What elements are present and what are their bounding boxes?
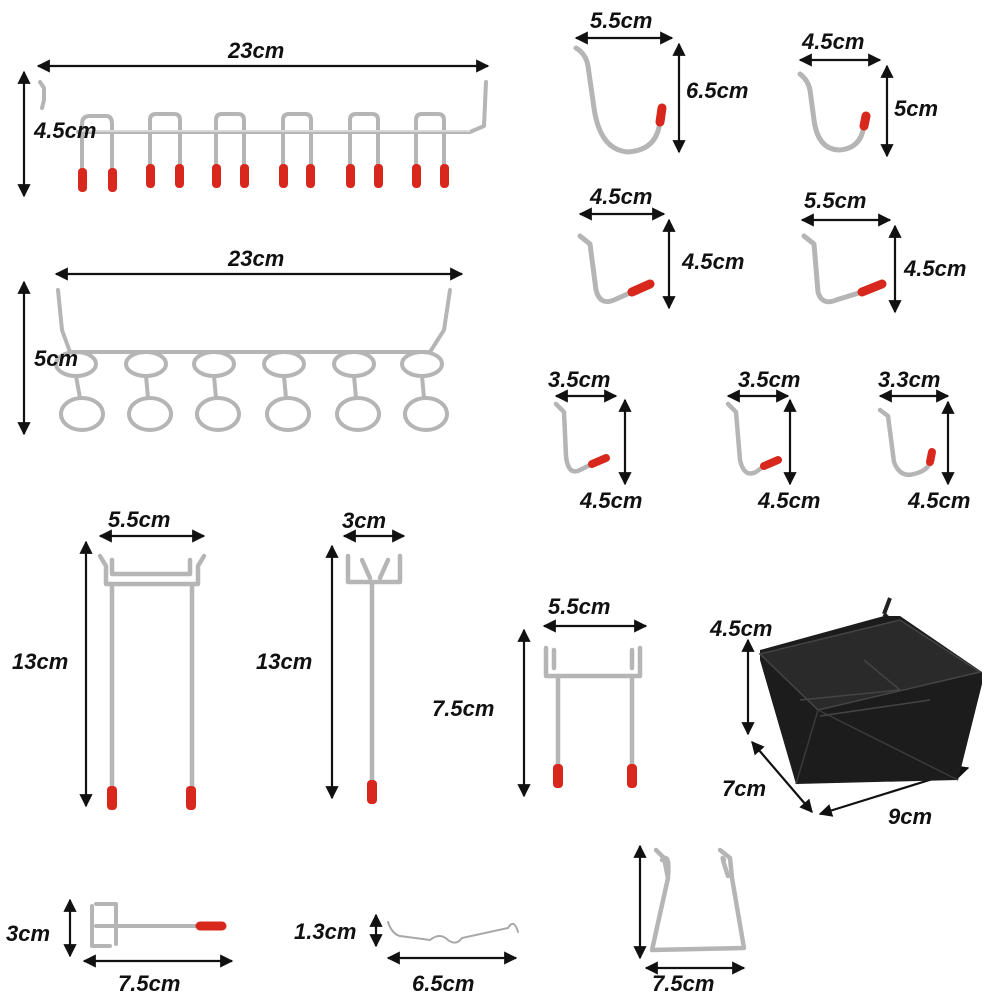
u-holder-width-label: 7.5cm xyxy=(652,971,715,996)
ring-rack-height-label: 5cm xyxy=(34,346,79,371)
u-holder xyxy=(649,847,747,953)
double-hook-height-label: 13cm xyxy=(12,649,69,674)
bin-depth-arrow xyxy=(751,740,813,814)
double-hook-width-label: 5.5cm xyxy=(108,507,171,532)
single-hook-height-label: 13cm xyxy=(256,649,313,674)
j-hook-large xyxy=(573,45,667,155)
hook-rack-width-label: 23cm xyxy=(228,38,285,63)
mini-hook-1-width-label: 3.5cm xyxy=(548,367,611,392)
mini-hook-2-height-label: 4.5cm xyxy=(758,488,821,513)
mini-hook-2 xyxy=(725,401,782,476)
mini-hook-3 xyxy=(877,407,936,477)
dimension-arrows xyxy=(17,31,970,975)
short-double-hook xyxy=(543,645,643,788)
short-double-hook-height-label: 7.5cm xyxy=(432,696,495,721)
l-hook-b-height-label: 4.5cm xyxy=(904,256,967,281)
wave-clip-length-label: 6.5cm xyxy=(412,971,475,996)
horizontal-hook xyxy=(90,902,227,948)
mini-hook-1 xyxy=(553,401,610,474)
ring-rack-width-label: 23cm xyxy=(228,246,285,271)
ring-rack xyxy=(54,288,452,432)
short-double-hook-width-label: 5.5cm xyxy=(548,594,611,619)
mini-hook-2-width-label: 3.5cm xyxy=(738,367,801,392)
mini-hook-3-height-label: 4.5cm xyxy=(908,488,971,513)
l-hook-a xyxy=(577,233,655,305)
j-hook-small-width-label: 4.5cm xyxy=(802,29,865,54)
wave-clip-height-label: 1.3cm xyxy=(294,919,357,944)
j-hook-large-height-label: 6.5cm xyxy=(686,78,749,103)
mini-hook-3-width-label: 3.3cm xyxy=(878,367,941,392)
j-hook-small xyxy=(797,71,871,153)
l-hook-a-height-label: 4.5cm xyxy=(682,249,745,274)
bin-height-label: 4.5cm xyxy=(710,616,773,641)
mini-hook-1-height-label: 4.5cm xyxy=(580,488,643,513)
single-hook-width-label: 3cm xyxy=(342,508,387,533)
horizontal-hook-length-label: 7.5cm xyxy=(118,971,181,996)
storage-bin xyxy=(758,597,982,785)
bin-width-label: 9cm xyxy=(888,804,933,829)
hook-rack-height-label: 4.5cm xyxy=(34,118,97,143)
j-hook-small-height-label: 5cm xyxy=(894,96,939,121)
single-hook xyxy=(345,553,403,804)
l-hook-b-width-label: 5.5cm xyxy=(804,188,867,213)
j-hook-large-width-label: 5.5cm xyxy=(590,8,653,33)
l-hook-b xyxy=(801,233,887,305)
wave-clip xyxy=(387,921,519,944)
l-hook-a-width-label: 4.5cm xyxy=(590,184,653,209)
horizontal-hook-height-label: 3cm xyxy=(6,921,51,946)
hook-rack xyxy=(38,80,488,192)
double-hook xyxy=(97,553,207,810)
bin-depth-label: 7cm xyxy=(722,776,767,801)
